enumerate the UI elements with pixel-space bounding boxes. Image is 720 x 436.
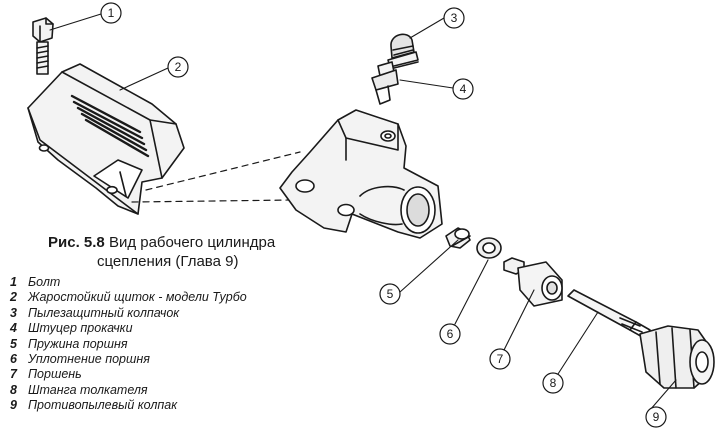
heat-shield-part <box>27 63 185 215</box>
legend-number: 7 <box>10 367 17 382</box>
legend-number: 6 <box>10 352 17 367</box>
legend-text: Пылезащитный колпачок <box>28 305 180 320</box>
push-rod-part <box>567 289 651 339</box>
callout-2: 2 <box>167 56 189 78</box>
legend-number: 4 <box>10 321 17 336</box>
svg-text:8: 8 <box>550 376 557 390</box>
legend-item: 8 Штанга толкателя <box>10 383 247 398</box>
legend-text: Болт <box>28 275 61 289</box>
figure-caption: Рис. 5.8 Вид рабочего цилиндра сцепления… <box>48 233 275 271</box>
svg-text:3: 3 <box>451 11 458 25</box>
svg-text:7: 7 <box>497 352 504 366</box>
callout-8: 8 <box>542 372 564 394</box>
legend-item: 2 Жаростойкий щиток - модели Турбо <box>10 290 247 305</box>
callout-5: 5 <box>379 283 401 305</box>
legend-item: 5 Пружина поршня <box>10 337 247 352</box>
legend-text: Поршень <box>28 367 82 382</box>
legend-number: 1 <box>10 275 17 289</box>
legend-text: Жаростойкий щиток - модели Турбо <box>28 290 247 305</box>
legend-item: 3 Пылезащитный колпачок <box>10 306 247 321</box>
legend-number: 8 <box>10 382 17 397</box>
callout-7: 7 <box>489 348 511 370</box>
legend-number: 5 <box>10 336 17 351</box>
bleed-nipple-part <box>371 61 399 105</box>
callout-4: 4 <box>452 78 474 100</box>
legend-item: 6 Уплотнение поршня <box>10 352 247 367</box>
caption-title: Вид рабочего цилиндра <box>108 234 276 251</box>
svg-text:9: 9 <box>653 410 660 424</box>
legend-item: 4 Штуцер прокачки <box>10 321 247 336</box>
svg-text:4: 4 <box>460 82 467 96</box>
slave-cylinder-body <box>279 109 443 239</box>
piston-seal-part <box>476 237 502 259</box>
legend-number: 2 <box>10 290 17 305</box>
legend-text: Противопылевый колпак <box>28 398 178 413</box>
bolt-part <box>32 17 54 75</box>
legend-number: 9 <box>10 398 17 413</box>
svg-text:6: 6 <box>447 327 454 341</box>
piston-part <box>503 257 563 307</box>
legend-item: 7 Поршень <box>10 367 247 382</box>
caption-line-2: сцепления (Глава 9) <box>97 253 239 270</box>
callout-leader-lines <box>49 13 677 411</box>
svg-text:5: 5 <box>387 287 394 301</box>
callout-1: 1 <box>100 2 122 24</box>
legend-text: Уплотнение поршня <box>28 352 150 367</box>
callout-markers: 1 2 3 4 5 6 7 8 <box>100 2 667 428</box>
callout-6: 6 <box>439 323 461 345</box>
callout-3: 3 <box>443 7 465 29</box>
caption-line-1: Рис. 5.8 Вид рабочего цилиндра <box>48 233 275 252</box>
svg-text:2: 2 <box>175 60 182 74</box>
callout-9: 9 <box>645 406 667 428</box>
figure-number: Рис. 5.8 <box>48 234 105 251</box>
dust-cap-part <box>385 33 419 71</box>
piston-spring-part <box>445 227 471 249</box>
legend-text: Пружина поршня <box>28 336 128 351</box>
legend-item: 9 Противопылевый колпак <box>10 398 247 413</box>
dust-boot-part <box>639 325 715 389</box>
legend-text: Штанга толкателя <box>28 382 148 397</box>
legend-item: 1 Болт <box>10 275 247 290</box>
legend-number: 3 <box>10 305 17 320</box>
svg-text:1: 1 <box>108 6 115 20</box>
assembly-dashed-lines <box>131 151 301 203</box>
legend-text: Штуцер прокачки <box>28 321 133 336</box>
